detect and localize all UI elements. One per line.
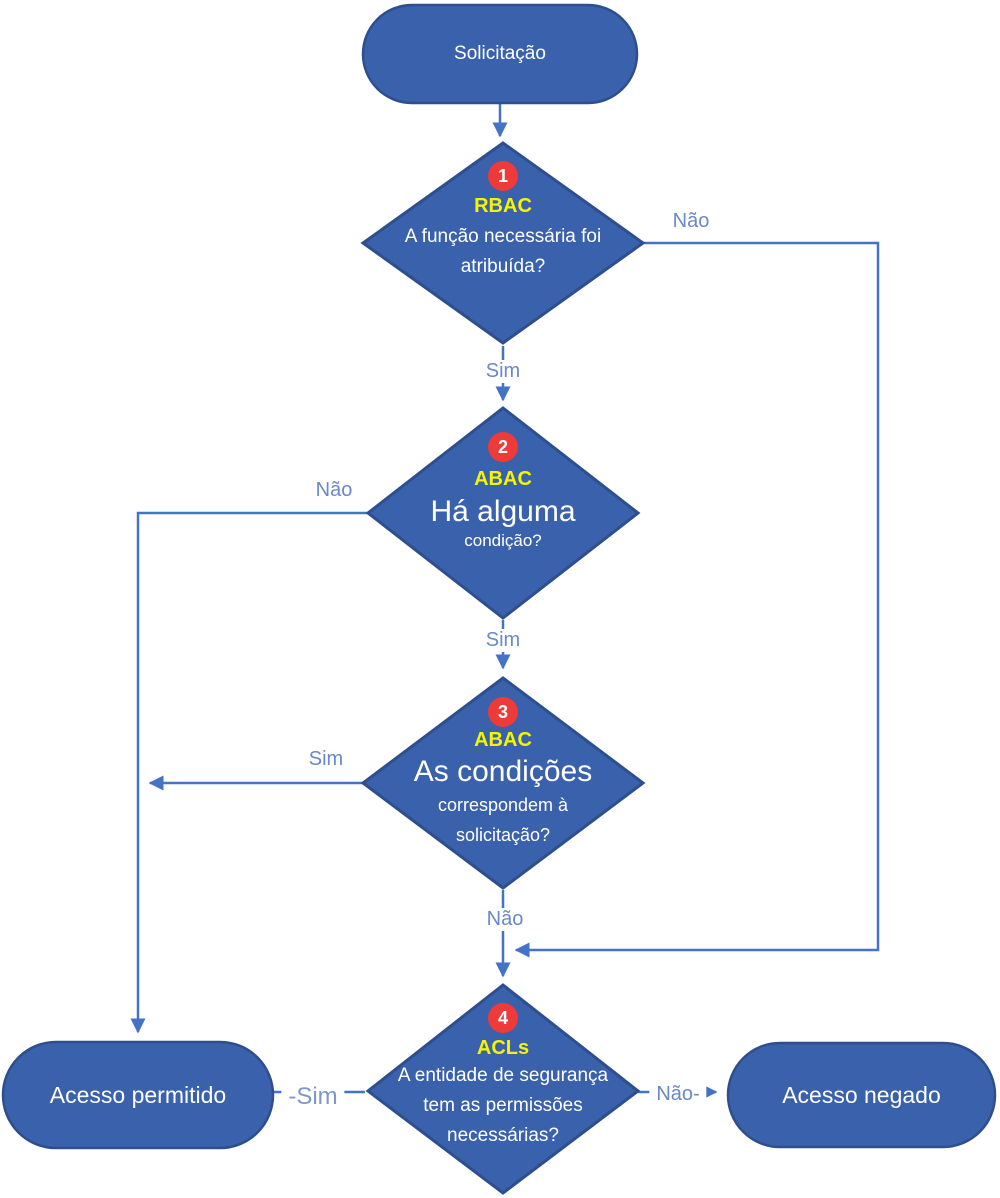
node-permitted-label: Acesso permitido (49, 1081, 227, 1108)
node-d3-shape (360, 676, 646, 890)
node-d2-shape (365, 406, 641, 620)
node-denied-shape (726, 1041, 997, 1149)
edge-label-d3-yes: Sim (308, 748, 344, 770)
node-start-shape (361, 3, 639, 105)
edge-label-d3-no: Não (479, 908, 531, 931)
edge-label-d1-no: Não (672, 210, 710, 232)
node-d1-shape (360, 141, 646, 345)
edge-label-d4-yes: -Sim (281, 1083, 345, 1111)
node-start-label: Solicitação (454, 43, 546, 64)
node-d4-shape (365, 983, 641, 1195)
edge-label-d2-yes: Sim (478, 629, 528, 652)
node-denied-label: Acesso negado (782, 1081, 941, 1108)
edge-d2-no-path (130, 511, 368, 1034)
edge-label-d4-no: Não- (649, 1083, 707, 1106)
edge-d1-no-path (514, 241, 880, 958)
edge-label-d2-no: Não (315, 479, 353, 501)
edge-label-d1-yes: Sim (478, 360, 528, 383)
node-permitted-shape (1, 1040, 275, 1150)
